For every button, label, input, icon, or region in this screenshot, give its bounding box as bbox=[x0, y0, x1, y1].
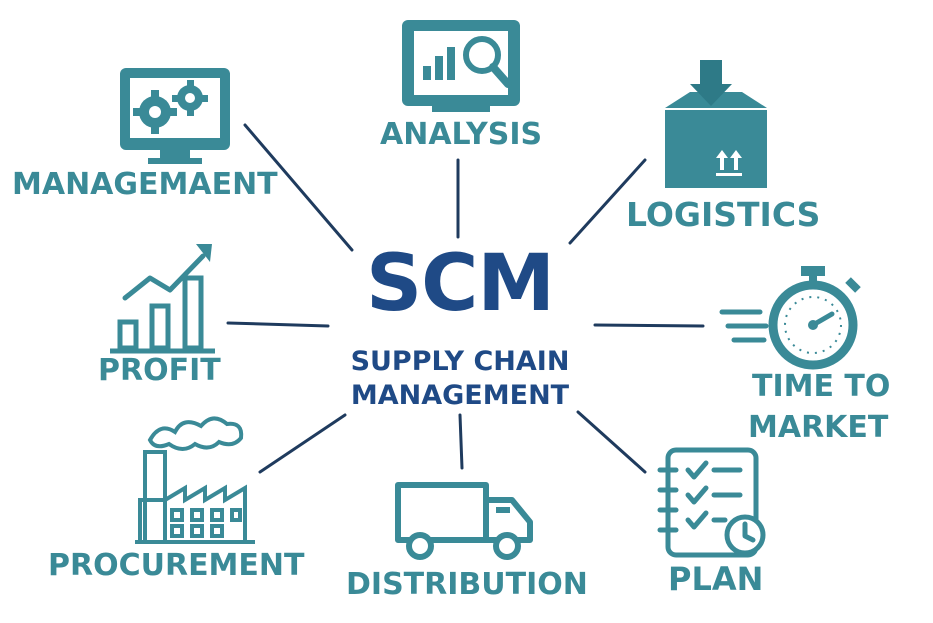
connector-logistics bbox=[568, 158, 647, 245]
connector-distribution bbox=[458, 413, 464, 470]
stopwatch-icon bbox=[719, 266, 861, 370]
label-time-to-market-line2: MARKET bbox=[748, 410, 889, 445]
gears-monitor-icon bbox=[120, 68, 230, 164]
center-subtitle-line2: MANAGEMENT bbox=[350, 380, 570, 411]
connector-time-to-market bbox=[593, 323, 705, 328]
checklist-clock-icon bbox=[657, 447, 766, 558]
label-procurement: PROCUREMENT bbox=[48, 548, 305, 583]
center-subtitle-line1: SUPPLY CHAIN bbox=[350, 346, 570, 377]
connector-profit bbox=[226, 321, 330, 328]
label-profit: PROFIT bbox=[98, 353, 221, 388]
label-distribution: DISTRIBUTION bbox=[346, 567, 588, 602]
connector-management bbox=[243, 123, 354, 252]
connector-plan bbox=[576, 410, 647, 474]
connector-procurement bbox=[258, 413, 347, 474]
center-subtitle: SUPPLY CHAIN MANAGEMENT bbox=[315, 345, 605, 413]
label-time-to-market-line1: TIME TO bbox=[752, 369, 891, 404]
label-analysis: ANALYSIS bbox=[380, 117, 543, 152]
label-plan: PLAN bbox=[668, 560, 764, 598]
analysis-monitor-icon bbox=[402, 20, 520, 112]
factory-icon bbox=[135, 416, 255, 544]
label-management: MANAGEMAENT bbox=[12, 167, 278, 202]
connector-lines bbox=[226, 123, 705, 474]
center-title: SCM bbox=[365, 239, 555, 329]
delivery-truck-icon bbox=[395, 482, 533, 560]
label-logistics: LOGISTICS bbox=[626, 195, 821, 234]
growth-bars-icon bbox=[110, 244, 215, 354]
box-download-icon bbox=[665, 60, 767, 188]
